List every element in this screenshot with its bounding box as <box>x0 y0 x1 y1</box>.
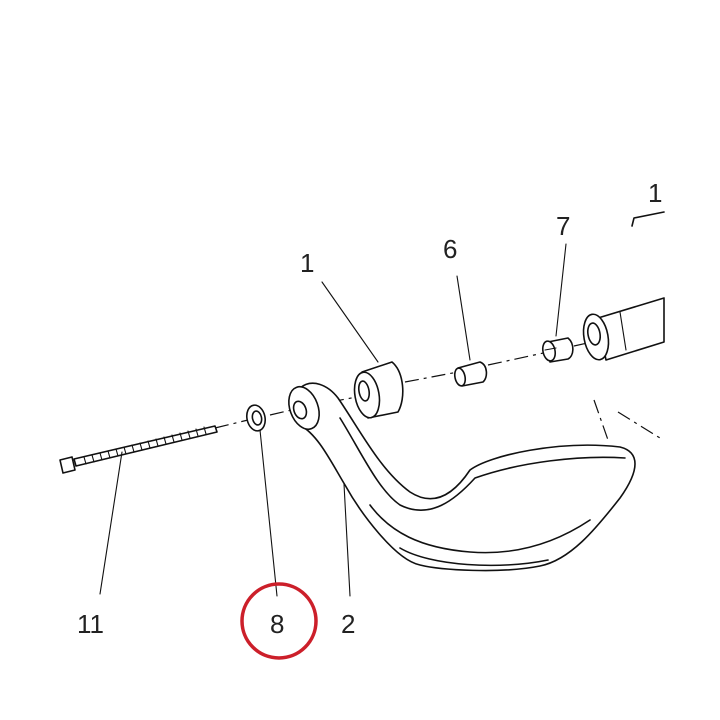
callout-part-8: 8 <box>270 609 284 639</box>
callout-part-7: 7 <box>556 211 570 241</box>
callout-part-6: 6 <box>443 234 457 264</box>
leader-part-2 <box>343 483 351 597</box>
callout-part-1: 1 <box>300 248 314 278</box>
insert-part-7 <box>541 337 574 363</box>
leader-lines <box>99 243 567 597</box>
leader-part-8 <box>259 429 278 597</box>
leader-part-6 <box>456 275 471 361</box>
callout-part-11: 11 <box>77 609 104 639</box>
washer-part-8 <box>245 404 267 432</box>
bolt-part-11 <box>59 425 218 474</box>
leader-part-11 <box>99 451 123 595</box>
leader-part-7 <box>555 243 567 337</box>
leader-part-1 <box>321 281 379 363</box>
callout-part-2: 2 <box>341 609 355 639</box>
sleeve-part-6 <box>453 361 488 387</box>
handlebar-end <box>582 211 665 361</box>
spacer-part-1 <box>353 361 404 419</box>
callout-part-edge: 1 <box>648 178 662 208</box>
hand-guard-part-2 <box>288 382 636 572</box>
highlight-circle <box>240 582 318 660</box>
